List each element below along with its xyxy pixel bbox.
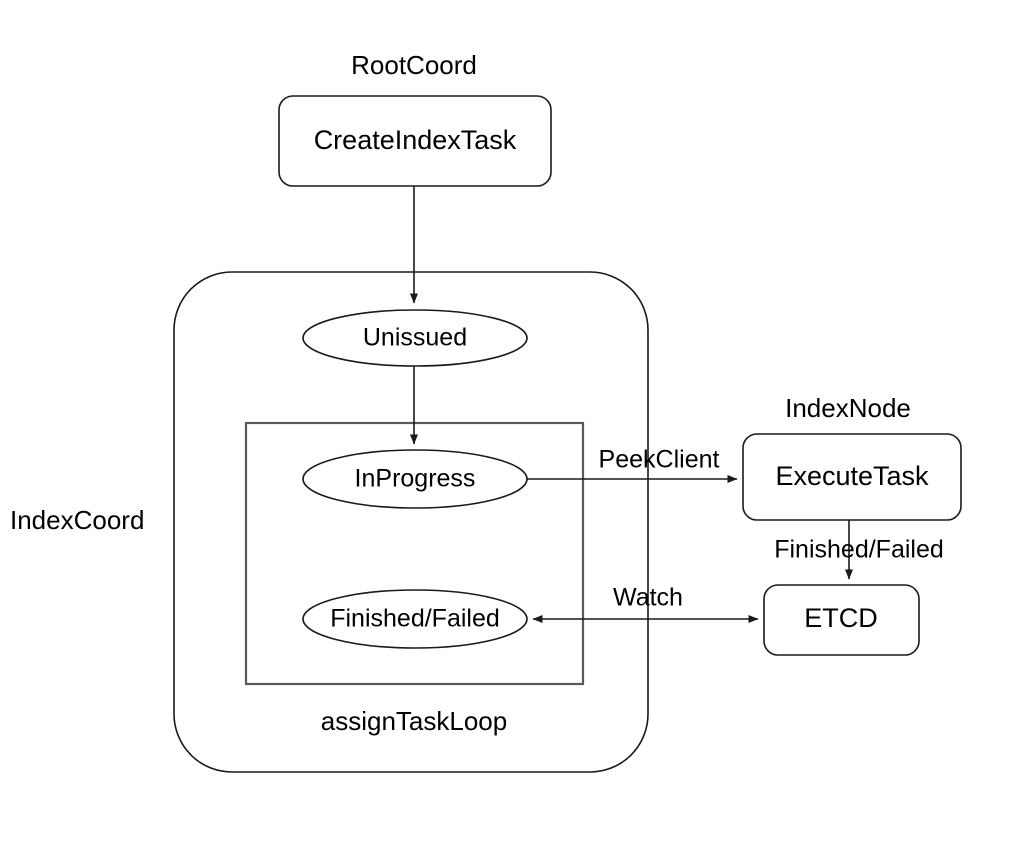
group-indexcoord: IndexCoord: [10, 271, 649, 773]
execute-task-label: ExecuteTask: [775, 461, 929, 491]
edge-label-watch: Watch: [613, 584, 683, 612]
node-execute-task[interactable]: ExecuteTask: [742, 433, 962, 521]
unissued-label: Unissued: [363, 324, 467, 352]
group-label-assigntaskloop: assignTaskLoop: [321, 706, 507, 736]
node-create-index-task[interactable]: CreateIndexTask: [278, 95, 552, 187]
node-unissued[interactable]: Unissued: [302, 309, 528, 367]
etcd-box[interactable]: [763, 584, 920, 656]
create-index-task-label: CreateIndexTask: [314, 125, 517, 155]
etcd-label: ETCD: [804, 603, 878, 633]
create-index-task-box[interactable]: [278, 95, 552, 187]
group-assigntaskloop: assignTaskLoop: [244, 421, 585, 736]
group-label-rootcoord: RootCoord: [351, 50, 477, 80]
edge-executetask-to-etcd: Finished/Failed: [774, 520, 944, 580]
edge-etcd-to-finished-failed: Watch: [532, 584, 759, 623]
unissued-ellipse[interactable]: [302, 309, 528, 367]
node-etcd[interactable]: ETCD: [763, 584, 920, 656]
indexcoord-container: [173, 271, 649, 773]
execute-task-box[interactable]: [742, 433, 962, 521]
group-label-indexcoord: IndexCoord: [10, 505, 144, 535]
in-progress-label: InProgress: [355, 465, 476, 493]
finished-failed-ellipse[interactable]: [302, 589, 528, 649]
edge-inprogress-to-executetask: PeekClient: [527, 446, 738, 483]
edge-label-peekclient: PeekClient: [599, 446, 720, 474]
in-progress-ellipse[interactable]: [302, 449, 528, 509]
group-label-indexnode: IndexNode: [785, 393, 911, 423]
finished-failed-label: Finished/Failed: [330, 605, 500, 633]
node-finished-failed[interactable]: Finished/Failed: [302, 589, 528, 649]
edge-label-finished-failed: Finished/Failed: [774, 536, 944, 564]
node-in-progress[interactable]: InProgress: [302, 449, 528, 509]
